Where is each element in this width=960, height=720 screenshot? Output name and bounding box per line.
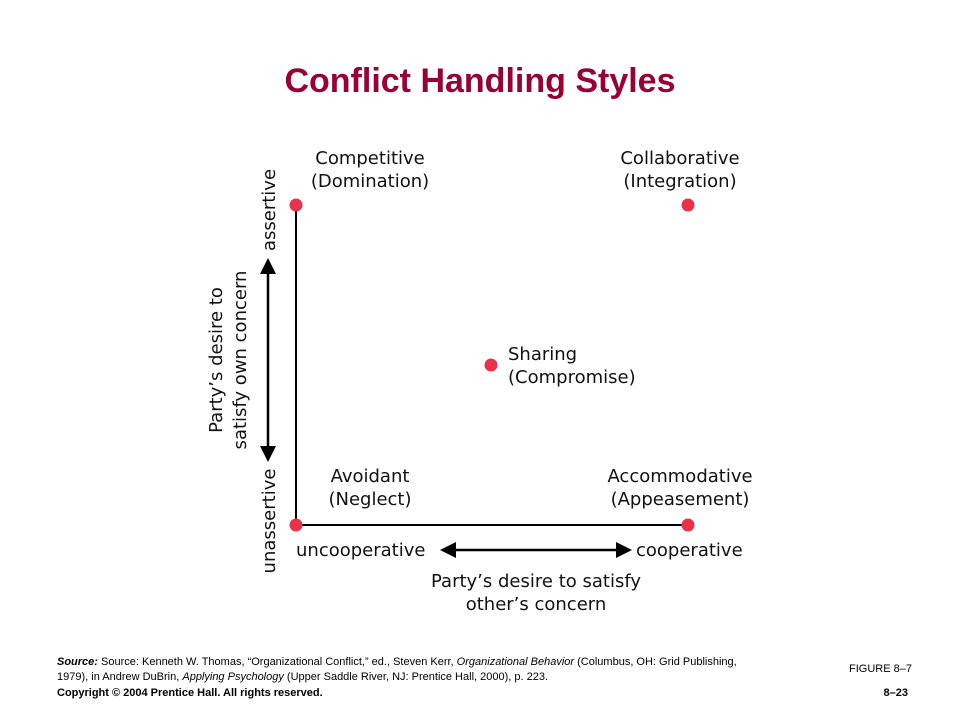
source-book-2: Applying Psychology	[182, 671, 284, 683]
source-text-2: (Columbus, OH: Grid Publishing, 1979), i…	[57, 656, 737, 683]
y-axis-title-line1: Party’s desire to	[206, 287, 227, 433]
slide-title: Conflict Handling Styles	[284, 62, 676, 100]
unassertive-label: unassertive	[259, 469, 280, 574]
collaborative-sublabel: (Integration)	[623, 171, 736, 192]
copyright: Copyright © 2004 Prentice Hall. All righ…	[57, 687, 323, 699]
source-text-3: (Upper Saddle River, NJ: Prentice Hall, …	[283, 671, 549, 683]
arrow-left-icon	[440, 542, 456, 558]
sharing-sublabel: (Compromise)	[508, 367, 636, 388]
source-text-1: Source: Kenneth W. Thomas, “Organization…	[97, 656, 457, 668]
figure-number: FIGURE 8–7	[849, 663, 912, 675]
arrow-down-icon	[260, 446, 276, 462]
arrow-up-icon	[260, 258, 276, 274]
source-lead: Source:	[57, 656, 98, 668]
assertive-label: assertive	[259, 169, 280, 251]
conflict-styles-grid: Competitive (Domination) Collaborative (…	[206, 148, 753, 615]
avoidant-dot	[289, 518, 303, 532]
arrow-right-icon	[616, 542, 632, 558]
cooperative-label: cooperative	[636, 540, 743, 561]
sharing-dot	[484, 358, 498, 372]
page-number: 8–23	[883, 687, 908, 699]
competitive-dot	[289, 198, 303, 212]
accommodative-sublabel: (Appeasement)	[611, 489, 750, 510]
sharing-label: Sharing	[508, 344, 577, 365]
collaborative-label: Collaborative	[620, 148, 739, 169]
avoidant-sublabel: (Neglect)	[328, 489, 411, 510]
uncooperative-label: uncooperative	[296, 540, 425, 561]
competitive-label: Competitive	[315, 148, 424, 169]
source-book-1: Organizational Behavior	[456, 656, 575, 668]
x-axis-title-line2: other’s concern	[466, 594, 607, 615]
accommodative-dot	[681, 518, 695, 532]
y-axis-title-line2: satisfy own concern	[230, 271, 251, 450]
avoidant-label: Avoidant	[331, 466, 410, 487]
accommodative-label: Accommodative	[607, 466, 752, 487]
x-axis-title-line1: Party’s desire to satisfy	[431, 571, 641, 592]
source-citation: Source: Source: Kenneth W. Thomas, “Orga…	[57, 655, 737, 685]
competitive-sublabel: (Domination)	[311, 171, 429, 192]
collaborative-dot	[681, 198, 695, 212]
